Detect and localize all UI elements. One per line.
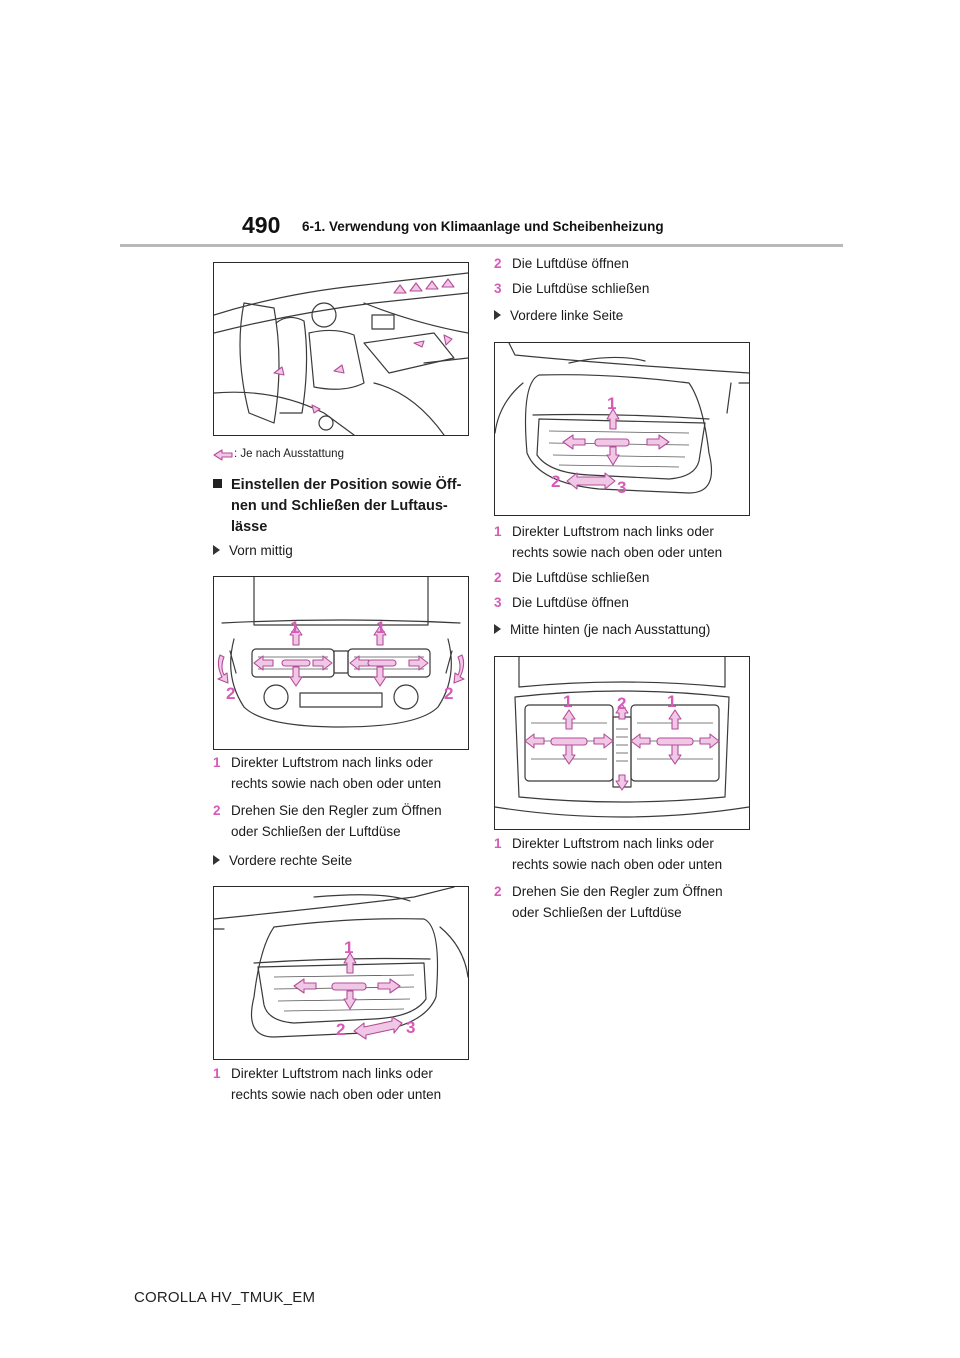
section-title: 6-1. Verwendung von Klimaanlage und Sche… [302,219,664,234]
callout-1: 1 [607,394,616,413]
triangle-bullet-icon [494,624,501,634]
triangle-bullet-icon [494,310,501,320]
callout-1: 1 [344,938,353,957]
triangle-bullet-icon [213,855,220,865]
callout-1-left: 1 [563,692,572,711]
triangle-bullet-icon [213,545,220,555]
subheading-front-left: Vordere linke Seite [494,308,623,323]
callout-2-left: 2 [226,684,235,703]
interior-overview-figure [213,262,469,436]
list-item: 3 Die Luftdüse schließen [494,281,650,296]
list-item: 2 Die Luftdüse öffnen [494,256,629,271]
list-item: 2 Drehen Sie den Regler zum Öffnen oder … [494,884,723,920]
callout-2-right: 2 [444,684,453,703]
subheading-front-right: Vordere rechte Seite [213,853,352,868]
callout-2: 2 [336,1020,345,1039]
list-item: 2 Die Luftdüse schließen [494,570,650,585]
section-heading: Einstellen der Position sowie Öff- nen u… [213,475,473,538]
rear-center-vents-figure: 1 2 1 [494,656,750,830]
callout-1-left: 1 [290,618,299,637]
callout-1-right: 1 [376,618,385,637]
page-number: 490 [242,212,281,238]
front-center-vents-figure: 1 1 2 2 [213,576,469,750]
callout-2: 2 [551,472,560,491]
callout-3: 3 [617,478,626,497]
list-item: 1 Direkter Luftstrom nach links oder rec… [213,1066,442,1102]
callout-2-center: 2 [617,694,626,713]
header-rule [120,244,843,247]
footer-model-code: COROLLA HV_TMUK_EM [134,1289,316,1306]
front-right-vent-figure: 1 2 3 [213,886,469,1060]
subheading-front-center: Vorn mittig [213,543,293,558]
front-left-vent-figure: 1 2 3 [494,342,750,516]
list-item: 1 Direkter Luftstrom nach links oder rec… [213,755,442,791]
list-item: 3 Die Luftdüse öffnen [494,595,629,610]
callout-3: 3 [406,1018,415,1037]
subheading-rear-center: Mitte hinten (je nach Ausstattung) [494,622,710,637]
heading-square-icon [213,479,222,488]
list-item: 2 Drehen Sie den Regler zum Öffnen oder … [213,803,442,839]
legend-note: : Je nach Ausstattung [234,448,344,460]
callout-1-right: 1 [667,692,676,711]
legend-arrow-icon [213,448,233,461]
list-item: 1 Direkter Luftstrom nach links oder rec… [494,524,723,560]
list-item: 1 Direkter Luftstrom nach links oder rec… [494,836,723,872]
